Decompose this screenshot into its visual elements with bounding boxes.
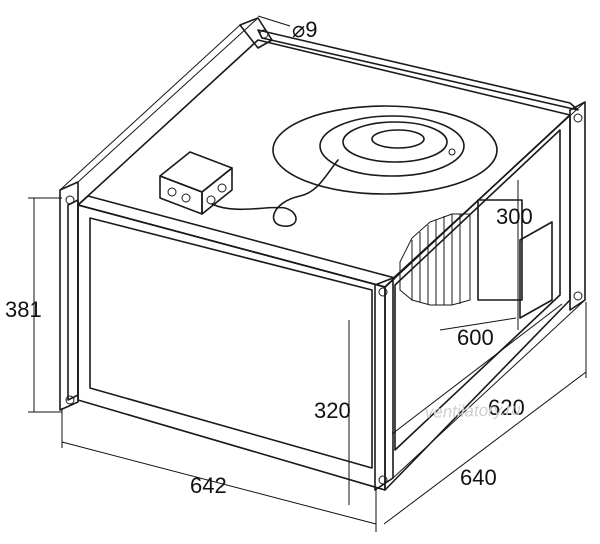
impeller-blades [399, 213, 471, 306]
top-face [77, 39, 571, 288]
motor-screw [448, 148, 456, 156]
cable-gland [206, 195, 216, 205]
width-inner-label: 600 [457, 325, 494, 350]
hole-diameter-label: ⌀9 [292, 17, 317, 42]
height-outer-label: 381 [5, 297, 42, 322]
mount-hole [378, 287, 388, 297]
cable-gland [167, 187, 177, 197]
mount-hole [573, 291, 583, 301]
depth-outer-label: 640 [460, 465, 497, 490]
watermark: ventilatory.ru [424, 400, 521, 422]
mount-hole [65, 395, 75, 405]
junction-box [159, 151, 339, 227]
cable-gland [217, 183, 227, 193]
height-flange-label: 300 [496, 204, 533, 229]
cable-gland [181, 193, 191, 203]
mount-hole [259, 29, 269, 39]
motor-disc [272, 105, 498, 195]
left-flange [59, 17, 273, 411]
dimension-lines [28, 15, 587, 532]
height-inner-label: 320 [314, 398, 351, 423]
width-outer-label: 642 [190, 473, 227, 498]
mount-hole [573, 113, 583, 123]
right-flange [374, 101, 586, 491]
top-flange [77, 29, 579, 288]
impeller-opening [394, 129, 561, 451]
mount-hole [65, 195, 75, 205]
front-panel [89, 217, 373, 469]
cable [211, 159, 339, 227]
front-face [77, 204, 386, 491]
depth-inner-label: 620 [488, 395, 525, 420]
mount-hole [378, 475, 388, 485]
